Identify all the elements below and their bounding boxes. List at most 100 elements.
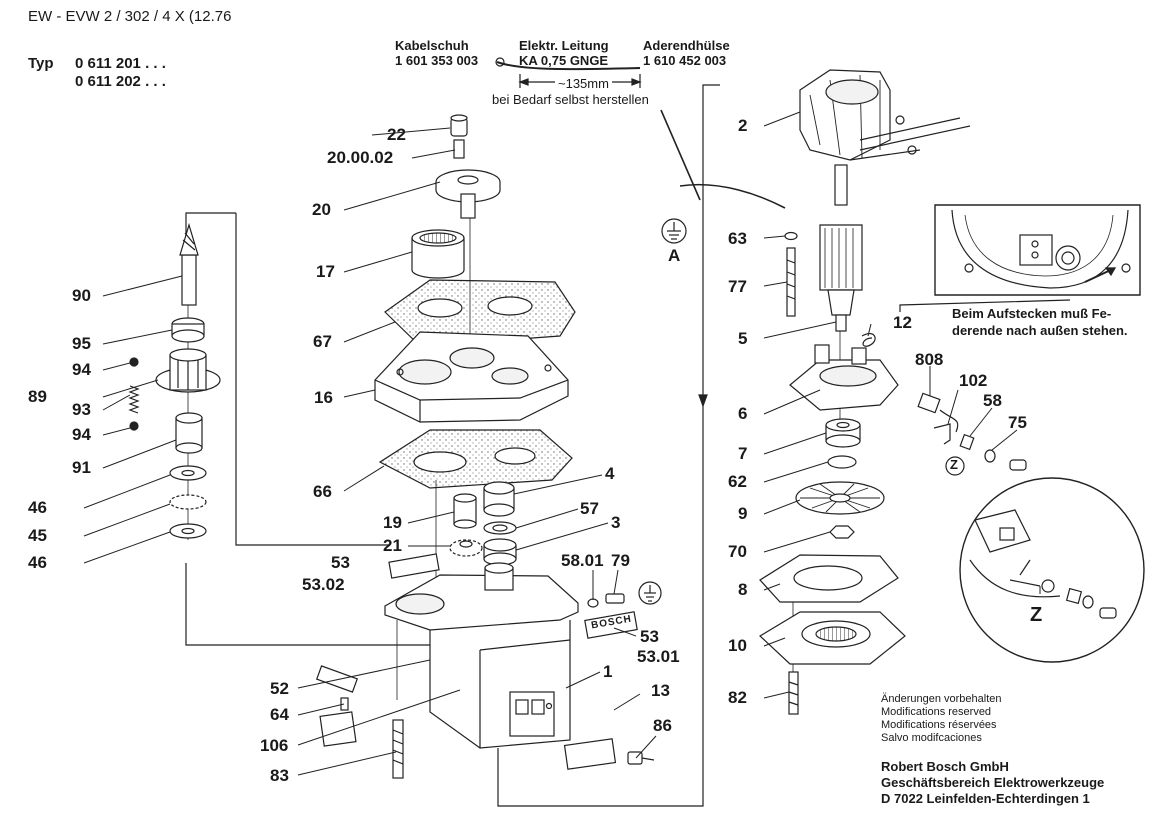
drawing-title: EW - EVW 2 / 302 / 4 X (12.76: [28, 8, 232, 25]
part-label-63: 63: [728, 229, 747, 248]
bearing-19: [453, 493, 477, 529]
part-label-53-01: 53.01: [637, 647, 680, 666]
screw-75: [1009, 459, 1027, 471]
kabelschuh-title: Kabelschuh: [395, 38, 469, 53]
part-label-82: 82: [728, 688, 747, 707]
bearing-shield-6: [789, 344, 899, 411]
footer-change-en: Modifications reserved: [881, 706, 992, 718]
part-label-10: 10: [728, 636, 747, 655]
ball-94b: [129, 421, 139, 431]
fan-cover-10: [759, 611, 906, 665]
screw-77: [786, 247, 796, 317]
part-label-46b: 46: [28, 553, 47, 572]
part-label-808: 808: [915, 350, 944, 369]
assembly-line-bottom: [185, 563, 430, 646]
washer-57: [483, 521, 517, 535]
part-label-9: 9: [738, 504, 748, 523]
leitung-spec: KA 0,75 GNGE: [519, 53, 609, 68]
part-label-16: 16: [314, 388, 333, 407]
z-marker-label: Z: [950, 457, 958, 472]
part-label-77: 77: [728, 277, 747, 296]
cover-13: [563, 738, 617, 770]
part-label-53: 53: [331, 553, 350, 572]
part-label-21: 21: [383, 536, 402, 555]
armature-5: [819, 164, 863, 332]
part-label-3: 3: [611, 513, 621, 532]
part-label-6: 6: [738, 404, 748, 423]
typ-number-2: 0 611 202 . . .: [75, 73, 166, 90]
part-label-83: 83: [270, 766, 289, 785]
footer-company-2: Geschäftsbereich Elektrowerkzeuge: [881, 775, 1105, 790]
spring-12: [861, 333, 876, 347]
bearing-95: [171, 317, 205, 343]
part-label-67: 67: [313, 332, 332, 351]
typ-label: Typ: [28, 55, 54, 72]
part-label-90: 90: [72, 286, 91, 305]
part-label-20: 20: [312, 200, 331, 219]
footer-change-fr: Modifications réservées: [881, 719, 997, 731]
cable-drawing: [496, 61, 641, 71]
field-coil-2: [799, 69, 971, 161]
part-label-8: 8: [738, 580, 748, 599]
spring-93: [128, 385, 140, 414]
washer-sq-58: [959, 433, 975, 451]
part-label-94a: 94: [72, 360, 91, 379]
ball-94a: [129, 357, 139, 367]
part-label-58-01: 58.01: [561, 551, 604, 570]
part-label-46a: 46: [28, 498, 47, 517]
gear-89: [155, 348, 221, 393]
pin-20-00-02: [453, 139, 465, 159]
washer-58: [984, 449, 996, 463]
part-label-106: 106: [260, 736, 289, 755]
terminal-102: [933, 423, 951, 445]
gearbox-plate-16: [374, 331, 569, 423]
footer-company-1: Robert Bosch GmbH: [881, 759, 1009, 774]
part-label-79: 79: [611, 551, 630, 570]
gear-shaft-90: [179, 222, 199, 306]
part-label-57: 57: [580, 499, 599, 518]
part-label-89: 89: [28, 387, 47, 406]
part-label-45: 45: [28, 526, 47, 545]
capacitor-808: [917, 392, 941, 414]
part-label-1: 1: [603, 662, 613, 681]
ground-label-a: A: [668, 246, 681, 265]
ground-symbol-a: [661, 218, 687, 244]
part-label-5: 5: [738, 329, 748, 348]
part-label-2: 2: [738, 116, 748, 135]
plate-8: [759, 554, 899, 603]
detail-z-label: Z: [1030, 604, 1043, 626]
cable-note: bei Bedarf selbst herstellen: [492, 92, 649, 107]
clutch-91: [175, 412, 203, 454]
leitung-title: Elektr. Leitung: [519, 38, 609, 53]
cable-length: ~135mm: [555, 76, 612, 91]
part-label-13: 13: [651, 681, 670, 700]
gear-20: [435, 169, 501, 219]
washer-46b: [169, 523, 207, 539]
assembly-line-left: [185, 212, 236, 238]
washer-46a: [169, 465, 207, 481]
part-label-62: 62: [728, 472, 747, 491]
part-label-75: 75: [1008, 413, 1027, 432]
part-label-66: 66: [313, 482, 332, 501]
gasket-66: [378, 429, 573, 489]
needle-bearing-17: [411, 229, 465, 279]
part-label-86: 86: [653, 716, 672, 735]
part-label-95: 95: [72, 334, 91, 353]
detail-note-line-2: derende nach außen stehen.: [952, 323, 1128, 338]
aderend-number: 1 610 452 003: [643, 53, 727, 68]
part-label-7: 7: [738, 444, 748, 463]
gear-21: [449, 539, 483, 557]
detail-note-line-1: Beim Aufstecken muß Fe-: [952, 306, 1112, 321]
screw-86: [627, 751, 655, 765]
bearing-3: [483, 538, 517, 566]
part-label-17: 17: [316, 262, 335, 281]
part-label-53-02: 53.02: [302, 575, 345, 594]
ground-symbol-79: [638, 581, 662, 605]
screw-83: [392, 719, 404, 779]
screw-82: [788, 671, 799, 715]
assembly-line-right: [497, 84, 720, 807]
plate-106: [319, 711, 357, 747]
plate-52: [315, 665, 359, 693]
footer-change-de: Änderungen vorbehalten: [881, 693, 1002, 705]
